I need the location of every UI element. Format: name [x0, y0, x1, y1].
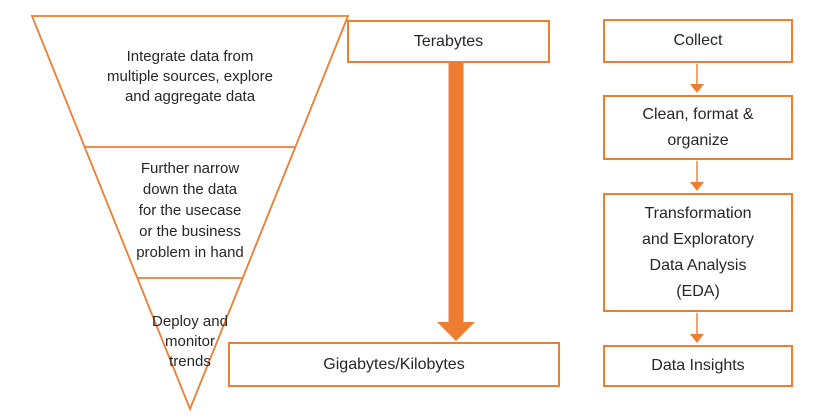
process-step-transformation-eda: Transformation and Exploratory Data Anal…	[603, 193, 793, 312]
connector-arrow-3	[690, 313, 704, 343]
funnel-section-label-integrate: Integrate data from multiple sources, ex…	[107, 48, 273, 105]
funnel-outline	[30, 15, 350, 412]
process-step-label: Collect	[673, 32, 723, 49]
terabytes-box: Terabytes	[347, 20, 550, 63]
connector-arrow-1	[690, 64, 704, 93]
connector-arrow-2	[690, 161, 704, 191]
gigabytes-kilobytes-box: Gigabytes/Kilobytes	[228, 342, 560, 387]
process-step-collect: Collect	[603, 19, 793, 63]
process-step-label: Transformation and Exploratory Data Anal…	[641, 204, 755, 300]
volume-reduction-arrow-icon	[437, 63, 475, 341]
process-step-label: Clean, format & organize	[642, 105, 754, 149]
process-step-data-insights: Data Insights	[603, 345, 793, 387]
funnel-section-label-narrow: Further narrow down the data for the use…	[136, 160, 244, 261]
terabytes-label: Terabytes	[413, 32, 484, 50]
process-step-clean-format-organize: Clean, format & organize	[603, 95, 793, 160]
process-step-label: Data Insights	[651, 357, 745, 374]
gigabytes-kilobytes-label: Gigabytes/Kilobytes	[323, 355, 465, 373]
funnel-section-label-deploy: Deploy and monitor trends	[152, 313, 228, 370]
